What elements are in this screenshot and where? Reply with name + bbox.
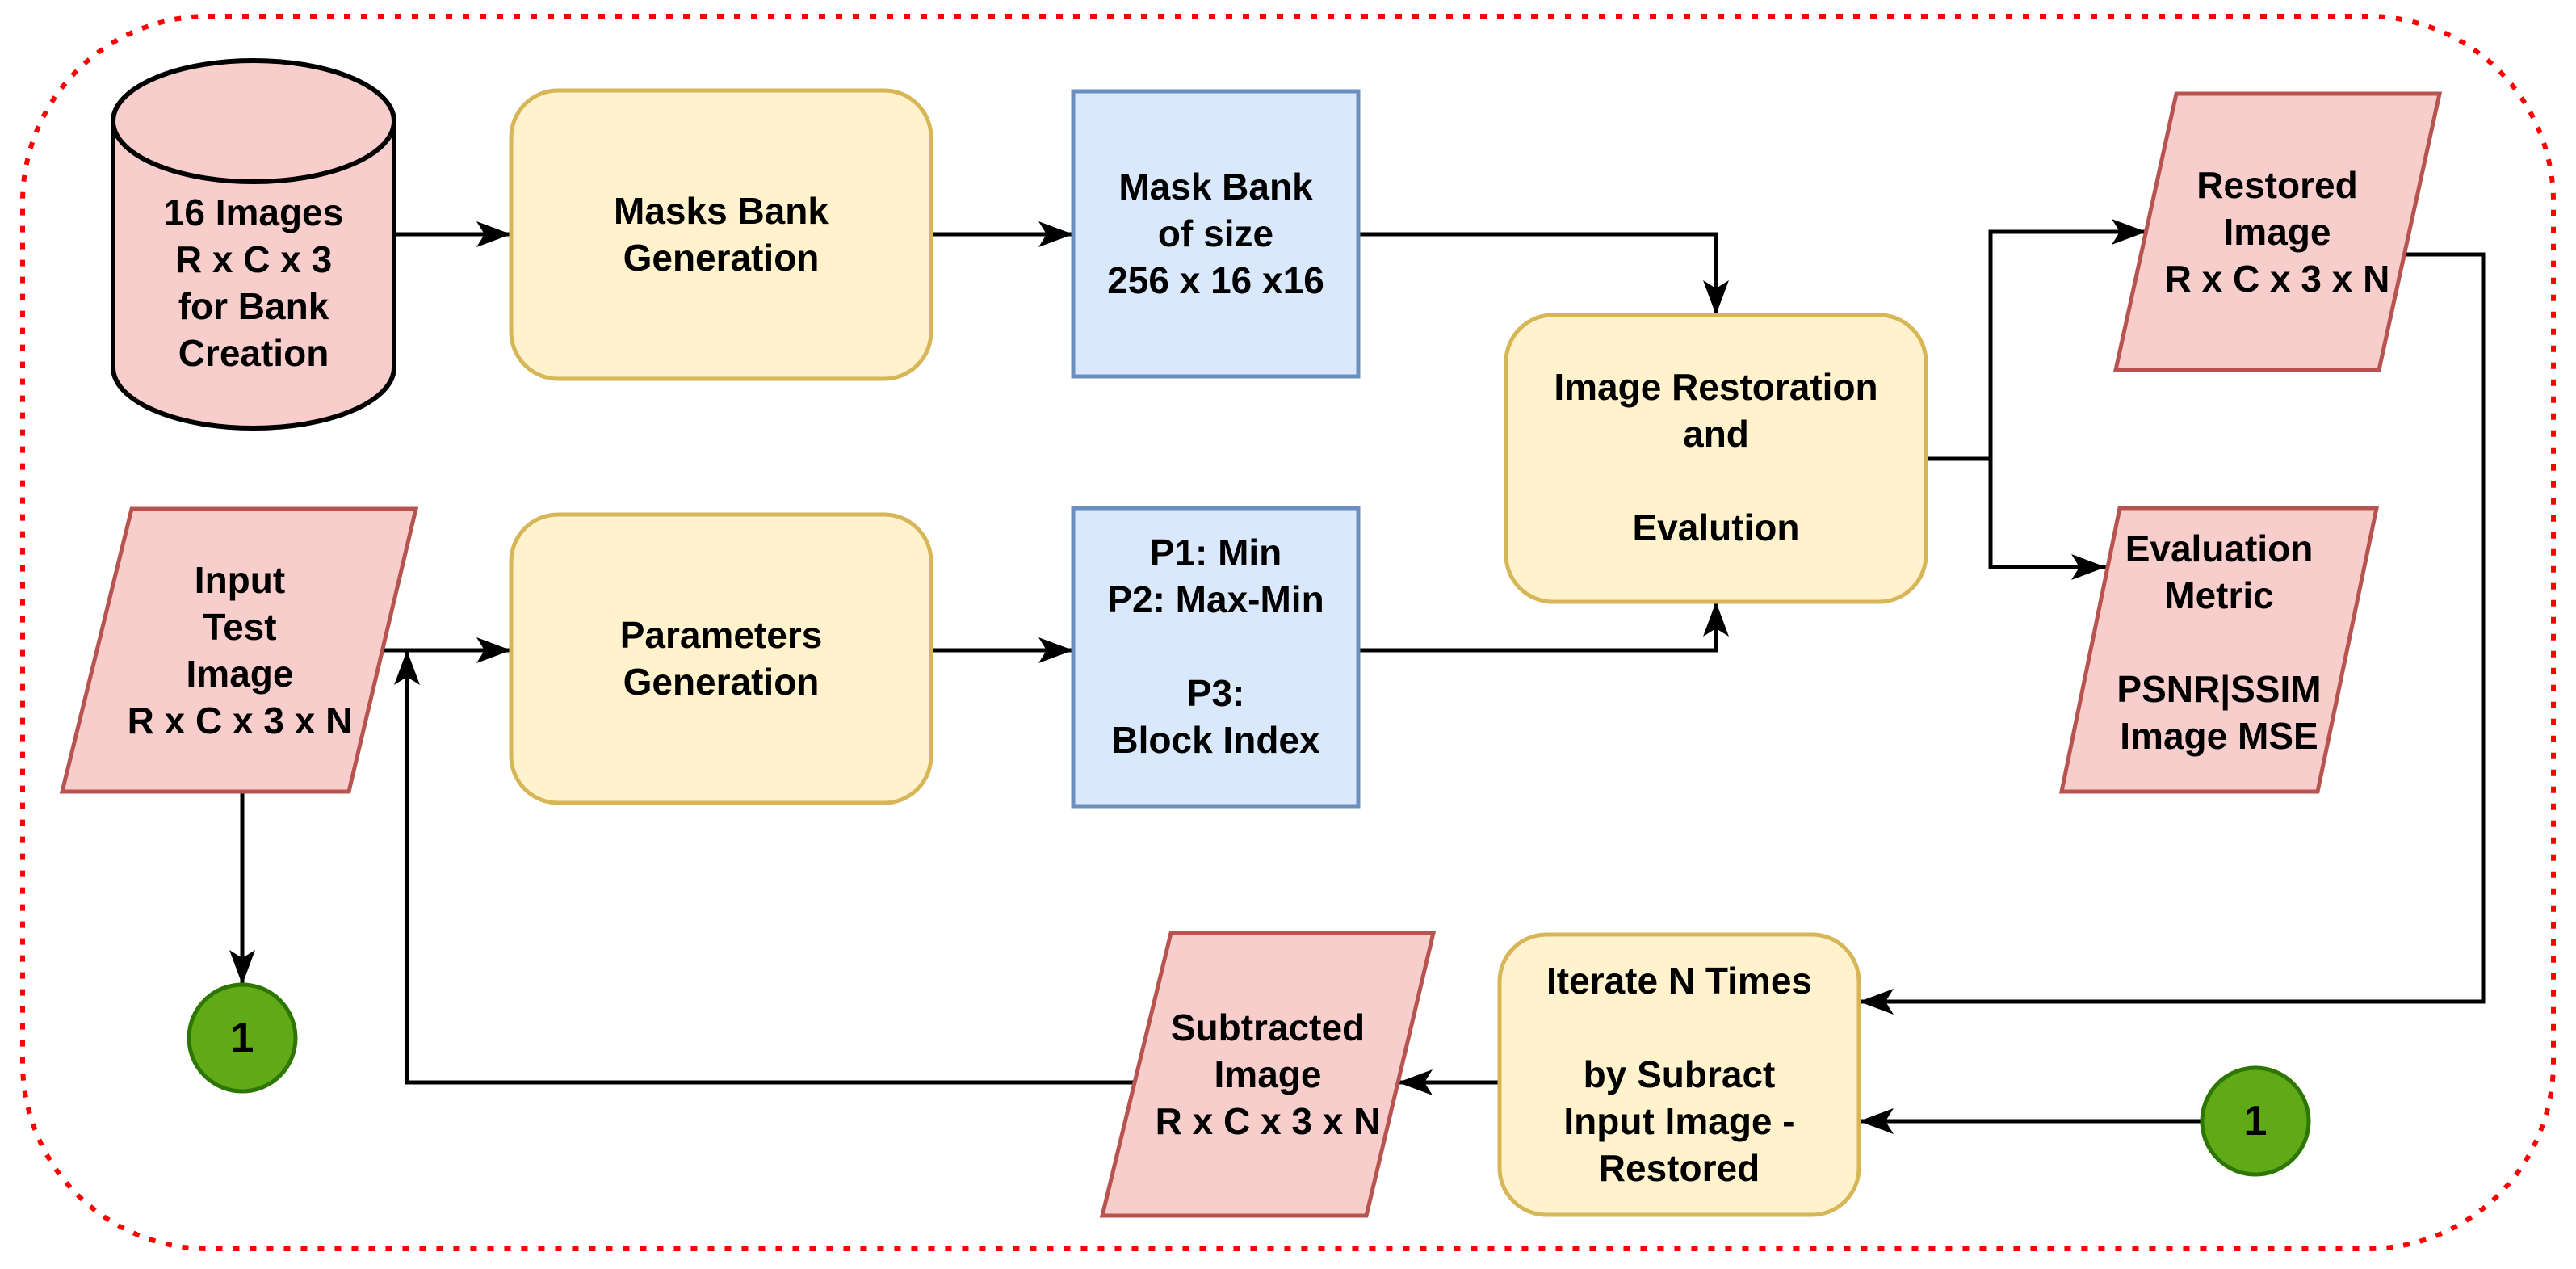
- box-parameters-generation: [509, 512, 933, 805]
- arrow-maskbank-to-restoration: [1358, 232, 1729, 315]
- box-masks-bank-generation: [509, 88, 933, 381]
- arrow-poutput-to-restoration: [1358, 602, 1729, 653]
- arrow-restoration-to-restored: [1988, 219, 2146, 459]
- connector-circle-left: [187, 982, 298, 1094]
- cylinder-bank-images: [111, 121, 396, 431]
- arrow-subtracted-feedback: [394, 650, 1135, 1085]
- connector-circle-right: [2200, 1065, 2311, 1177]
- connector-lines: [229, 219, 2486, 1134]
- arrow-restored-to-iterate: [1859, 252, 2486, 1015]
- outer-dotted-border: [20, 14, 2556, 1251]
- arrow-restoration-to-metric: [1988, 459, 2106, 580]
- box-image-restoration: [1504, 313, 1928, 604]
- box-mask-bank: [1071, 89, 1361, 379]
- box-iterate: [1497, 932, 1861, 1217]
- cylinder-bank-images-top: [111, 58, 396, 184]
- parallelogram-subtracted-image: [1099, 931, 1437, 1218]
- parallelogram-evaluation-metric: [2058, 506, 2380, 794]
- box-parameters-output: [1071, 506, 1361, 809]
- shape-layer: [59, 58, 2443, 1218]
- parallelogram-restored-image: [2112, 91, 2443, 372]
- parallelogram-input-test-image: [59, 506, 419, 794]
